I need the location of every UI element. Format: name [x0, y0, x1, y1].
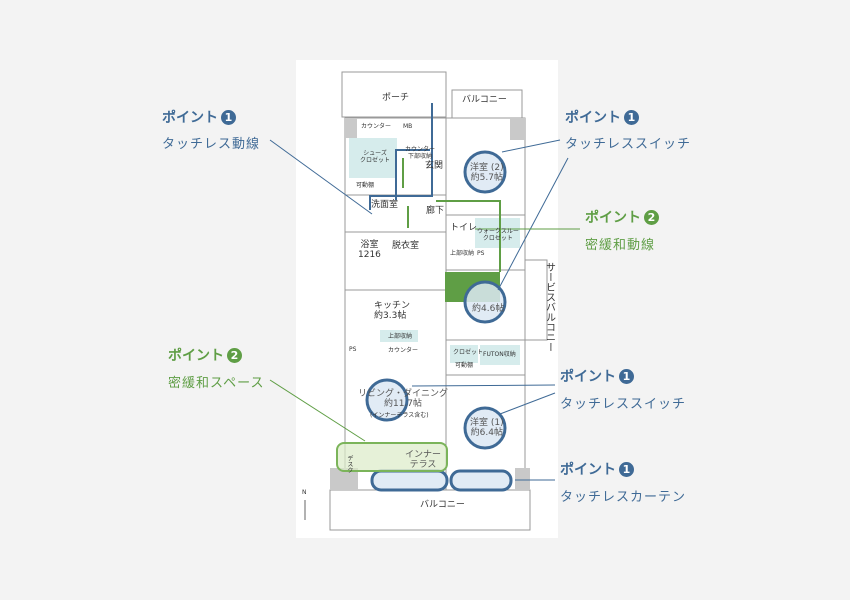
room-balcony-bottom: バルコニー: [420, 500, 465, 510]
room-shelf: 可動棚: [356, 182, 375, 189]
room-ps: PS: [477, 250, 485, 257]
touchless-flow-label: タッチレス動線: [162, 137, 261, 152]
room-entrance: 玄関: [425, 161, 444, 171]
room-bedroom-2: 洋室 (2) 約5.7帖: [470, 163, 504, 184]
room-balcony-top: バルコニー: [462, 95, 507, 105]
room-upper-storage: 上部収納: [450, 250, 475, 257]
room-futon-storage: FUTON収納: [483, 351, 516, 358]
room-service-balcony: サービスバルコニー: [543, 262, 555, 352]
room-bath: 浴室 1216: [358, 240, 381, 261]
room-bedroom-3: 約4.6帖: [472, 304, 505, 314]
room-desk: デスク: [345, 455, 353, 473]
touchless-switch-label: タッチレススイッチ: [565, 137, 692, 152]
room-shoes-closet: シューズ クロゼット: [360, 150, 391, 164]
room-mb: MB: [403, 123, 413, 130]
room-counter-storage: カウンター 下部収納: [405, 146, 436, 160]
room-counter: カウンター: [388, 347, 419, 354]
room-living-dining: リビング・ダイニング 約11.7帖: [358, 389, 449, 410]
touchless-switch-label: タッチレススイッチ: [560, 397, 687, 412]
room-walk-through-closet: ウォークスルー クロゼット: [477, 228, 519, 242]
room-porch: ポーチ: [382, 93, 410, 103]
density-space-label: 密緩和スペース: [168, 376, 265, 391]
room-dressing: 脱衣室: [392, 241, 420, 251]
room-shelf: 可動棚: [455, 362, 474, 369]
room-upper-storage: 上部収納: [388, 333, 413, 340]
density-flow-label: 密緩和動線: [585, 238, 656, 253]
room-ps: PS: [349, 346, 357, 353]
room-closet: クロゼット: [453, 349, 484, 356]
room-inner-terrace: インナー テラス: [405, 450, 442, 471]
north-indicator: N: [302, 489, 307, 496]
room-washroom: 洗面室: [371, 200, 399, 210]
living-note: (インナーテラス含む): [370, 412, 429, 419]
room-bedroom-1: 洋室 (1) 約6.4帖: [470, 418, 504, 439]
touchless-curtain-label: タッチレスカーテン: [560, 490, 687, 505]
room-kitchen: キッチン 約3.3帖: [374, 301, 411, 322]
room-counter: カウンター: [361, 123, 392, 130]
room-toilet: トイレ: [450, 223, 478, 233]
room-hallway: 廊下: [426, 206, 445, 216]
